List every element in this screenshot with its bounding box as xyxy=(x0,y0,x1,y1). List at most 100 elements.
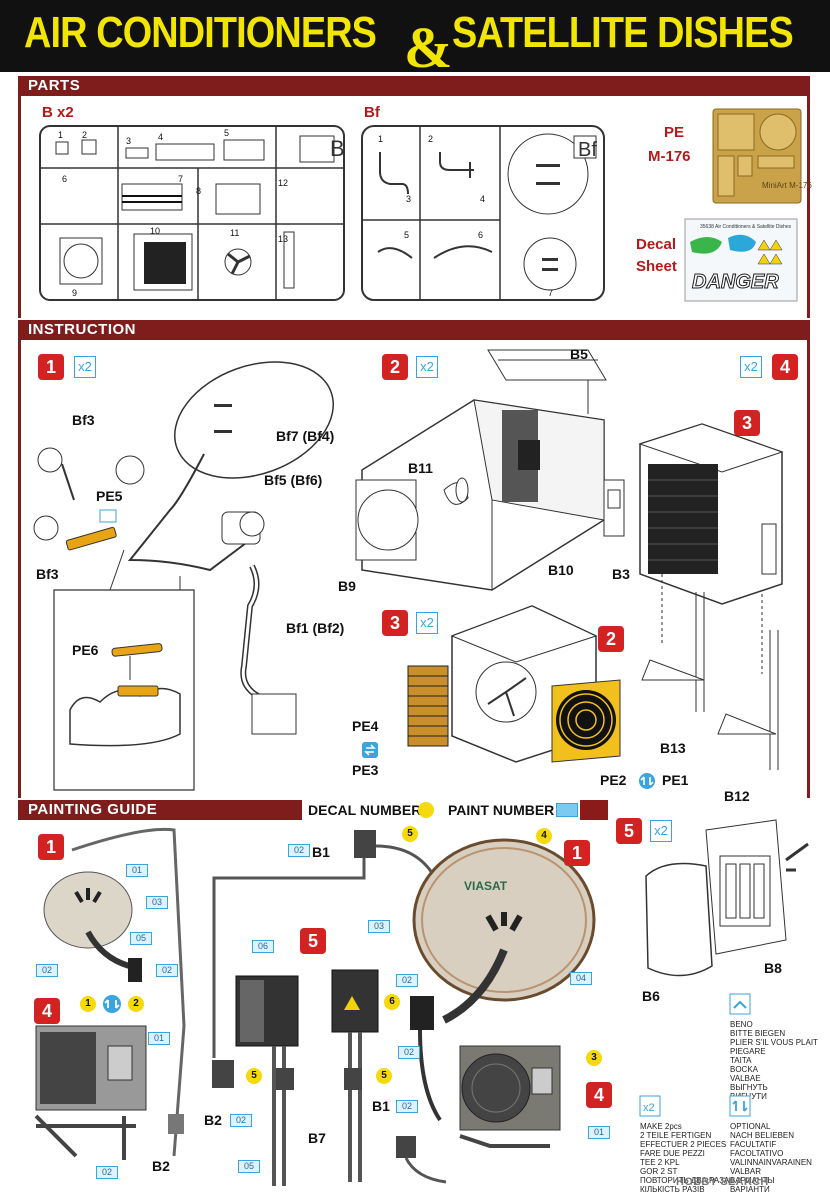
sprue-b-num-9: 9 xyxy=(72,288,77,298)
section-painting-label: PAINTING GUIDE xyxy=(28,801,158,818)
sprue-b-num-11: 11 xyxy=(230,228,239,238)
step-1-number: 1 xyxy=(38,354,64,380)
sprue-bf-num-4: 4 xyxy=(480,194,485,204)
paint-right-step-5: 5 xyxy=(616,818,642,844)
step-3-qty: x2 xyxy=(416,612,438,634)
paint-code-04: 04 xyxy=(570,972,592,985)
decal-graffiti: DANGER xyxy=(692,271,779,293)
paint-code-05-b: 05 xyxy=(238,1160,260,1173)
optional-swap-icon xyxy=(362,742,378,758)
paint-code-01-c: 01 xyxy=(588,1126,610,1139)
pe-code: M-176 xyxy=(648,148,691,165)
label-pe1: PE1 xyxy=(662,772,689,788)
optional-swap-icon-pe xyxy=(639,773,655,789)
paint-right-label-b8: B8 xyxy=(764,960,782,976)
sprue-b-num-2: 2 xyxy=(82,130,87,140)
paint-right-dish-and-ac: VIASAT xyxy=(410,838,596,1148)
pe-label: PE xyxy=(664,124,685,141)
title-ampersand: & xyxy=(404,15,453,80)
section-parts-label: PARTS xyxy=(28,77,81,94)
label-pe2: PE2 xyxy=(600,772,627,788)
label-bf1-bf2: Bf1 (Bf2) xyxy=(286,620,345,636)
make-text: MAKE 2pcs 2 TEILE FERTIGEN EFFECTUER 2 P… xyxy=(640,1122,730,1194)
paint-right-step-4: 4 xyxy=(586,1082,612,1108)
paint-code-02-h: 02 xyxy=(398,1046,420,1059)
watermark: HOBBY SEARCH xyxy=(676,1176,769,1188)
step-1-dish-drawing xyxy=(33,361,334,791)
paint-left-optional-icon xyxy=(103,995,121,1013)
legend-decal-swatch xyxy=(418,802,434,818)
label-b13: B13 xyxy=(660,740,686,756)
paint-right-label-b6: B6 xyxy=(642,988,660,1004)
paint-code-03-b: 03 xyxy=(368,920,390,933)
sprue-b-num-3: 3 xyxy=(126,136,131,146)
step-4-subassembly-3: 3 xyxy=(734,410,760,436)
step-2-number: 2 xyxy=(382,354,408,380)
paint-right-step-1: 1 xyxy=(564,840,590,866)
sprue-b-letter: B xyxy=(330,136,345,161)
dish-brand-text: VIASAT xyxy=(464,879,508,893)
sprue-bf-diagram: Bf 1 2 3 4 5 6 7 xyxy=(361,125,605,301)
paint-center-label-b1-top: B1 xyxy=(312,844,330,860)
legend-paint-number: PAINT NUMBER xyxy=(448,802,555,818)
title-left: AIR CONDITIONERS xyxy=(24,8,377,57)
sprue-b-num-8: 8 xyxy=(196,186,201,196)
section-instruction: INSTRUCTION xyxy=(18,320,810,340)
section-instruction-label: INSTRUCTION xyxy=(28,321,136,338)
sprue-b-num-1: 1 xyxy=(58,130,63,140)
sprue-bf-label: Bf xyxy=(364,104,380,121)
step-2-qty: x2 xyxy=(416,356,438,378)
sprue-b-num-7: 7 xyxy=(178,174,183,184)
paint-center-decal-6: 6 xyxy=(384,994,400,1010)
parts-frame xyxy=(18,96,810,318)
sprue-b-num-4: 4 xyxy=(158,132,163,142)
step-3-subassembly-2: 2 xyxy=(598,626,624,652)
step-5-box-drawing xyxy=(645,819,809,977)
paint-center-decal-5-b: 5 xyxy=(376,1068,392,1084)
label-b9: B9 xyxy=(338,578,356,594)
label-pe3: PE3 xyxy=(352,762,379,778)
paint-code-02-b: 02 xyxy=(156,964,178,977)
optional-text: OPTIONAL NACH BELIEBEN FACULTATIF FACOLT… xyxy=(730,1122,812,1194)
step-3-number: 3 xyxy=(382,610,408,636)
sprue-bf-letter: Bf xyxy=(578,139,597,161)
label-b12: B12 xyxy=(724,788,750,804)
paint-code-05-a: 05 xyxy=(130,932,152,945)
paint-code-01-a: 01 xyxy=(126,864,148,877)
paint-center-boxes-and-cables xyxy=(212,830,447,1186)
label-pe5: PE5 xyxy=(96,488,123,504)
paint-right-decal-3: 3 xyxy=(586,1050,602,1066)
label-b10: B10 xyxy=(548,562,574,578)
paint-code-02-d: 02 xyxy=(288,844,310,857)
svg-text:x2: x2 xyxy=(643,1102,655,1114)
sprue-bf-num-5: 5 xyxy=(404,230,409,240)
paint-center-label-b1: B1 xyxy=(372,1098,390,1114)
pe-fret-image: MiniArt M-176 xyxy=(712,108,812,204)
sprue-b-diagram: B 1 2 3 4 5 6 7 8 9 10 11 12 13 xyxy=(39,125,345,301)
bend-icon xyxy=(729,993,751,1015)
sprue-bf-num-2: 2 xyxy=(428,134,433,144)
make-icon: x2 xyxy=(639,1095,661,1117)
pe-sheet-text: MiniArt M-176 xyxy=(762,181,812,190)
paint-left-step-1: 1 xyxy=(38,834,64,860)
sprue-b-num-12: 12 xyxy=(278,178,288,188)
paint-code-01-b: 01 xyxy=(148,1032,170,1045)
step-4-number: 4 xyxy=(772,354,798,380)
paint-center-decal-5-a: 5 xyxy=(246,1068,262,1084)
paint-right-decal-4: 4 xyxy=(536,828,552,844)
step-3-ac-grille-drawing xyxy=(407,605,621,763)
sprue-b-num-13: 13 xyxy=(278,234,288,244)
label-bf5-bf6: Bf5 (Bf6) xyxy=(264,472,323,488)
paint-code-06-a: 06 xyxy=(252,940,274,953)
step-2-ac-box-drawing xyxy=(355,349,625,591)
step-1-qty: x2 xyxy=(74,356,96,378)
sprue-bf-num-7: 7 xyxy=(548,288,553,298)
paint-code-02-a: 02 xyxy=(36,964,58,977)
paint-code-02-e: 02 xyxy=(396,974,418,987)
label-b5: B5 xyxy=(570,346,588,362)
paint-code-02-c: 02 xyxy=(96,1166,118,1179)
section-parts: PARTS xyxy=(18,76,810,96)
sprue-b-num-6: 6 xyxy=(62,174,67,184)
section-painting: PAINTING GUIDE xyxy=(18,800,302,820)
sprue-b-num-5: 5 xyxy=(224,128,229,138)
